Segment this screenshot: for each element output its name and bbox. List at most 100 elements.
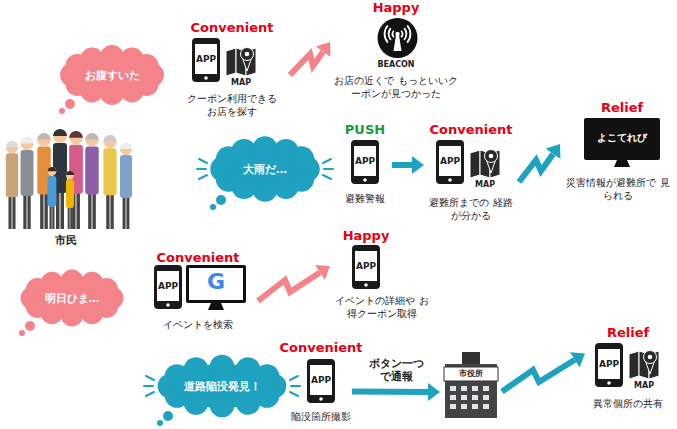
flow-arrow — [392, 162, 412, 168]
icon-drawing — [170, 20, 290, 120]
node-text: APP — [311, 375, 331, 385]
thought-bubble — [120, 79, 144, 103]
heading-label: Happy — [373, 0, 420, 15]
building-window — [483, 404, 489, 409]
person-hair — [21, 137, 34, 143]
person-hair — [53, 129, 67, 136]
bubble-tail — [65, 99, 75, 109]
thought-bubble — [41, 272, 64, 295]
thought-bubble — [210, 355, 235, 380]
person-head — [85, 133, 98, 146]
bubble-dash — [146, 376, 154, 380]
bubble-tail — [157, 420, 163, 426]
caption-text: 災害情報が避難所で 見られる — [566, 176, 670, 202]
flow-arrow — [258, 273, 320, 301]
node-text: 明日ひま… — [45, 291, 100, 306]
map-icon — [470, 150, 480, 178]
thought-bubble — [236, 390, 261, 415]
thought-bubble — [100, 45, 124, 69]
building-window — [450, 404, 456, 409]
person-head — [120, 143, 132, 155]
person-body — [103, 148, 116, 195]
bubble-tail — [163, 411, 173, 421]
icon-group: ConvenientAPPMAP避難所までの 経路が分かる — [424, 122, 519, 222]
phone-screen — [310, 365, 332, 395]
monitor-screen — [587, 121, 657, 157]
node-text: BEACON — [377, 60, 414, 69]
beacon-icon — [378, 18, 418, 58]
bubble-dash — [197, 168, 206, 170]
bubble-dash — [290, 392, 298, 396]
map-pin — [241, 48, 254, 61]
person-hair — [6, 141, 18, 147]
person-hair — [48, 167, 57, 171]
node-text: APP — [196, 54, 216, 64]
bubble-dash — [199, 159, 207, 163]
thought-bubble: 道路陥没発見！ — [160, 358, 284, 414]
phone-screen — [439, 146, 461, 176]
building-window — [483, 395, 489, 400]
node-text: 市民 — [55, 233, 77, 248]
person-hair — [85, 133, 98, 140]
icon-drawing — [560, 100, 672, 205]
building-window — [472, 404, 478, 409]
heading-label: PUSH — [345, 122, 385, 137]
heading-label: Relief — [601, 100, 643, 115]
edge-label: ボタン一つ で通報 — [362, 357, 430, 383]
bubble-tail — [59, 108, 65, 114]
phone-screen — [157, 271, 179, 301]
person-body — [48, 176, 57, 207]
map-pin-dot — [489, 154, 494, 159]
phone-button — [166, 303, 170, 307]
caption-text: 避難警報 — [338, 192, 392, 205]
node-text: G — [207, 270, 225, 294]
map-pin — [485, 150, 498, 163]
icon-group: ConvenientAPP陥没箇所撮影 — [290, 340, 352, 426]
heading-label: Relief — [607, 325, 649, 340]
beacon-wave — [400, 30, 403, 38]
icon-group: Relief よこてれび災害情報が避難所で 見られる — [560, 100, 672, 205]
phone-screen — [354, 146, 376, 176]
heading-label: Convenient — [156, 250, 239, 265]
icon-group: ConvenientAPP G イベントを検索 — [148, 250, 258, 335]
building-window — [472, 395, 478, 400]
caption-text: イベントの詳細や お得クーポン取得 — [332, 294, 432, 320]
map-icon — [226, 48, 236, 76]
map-icon — [629, 351, 639, 379]
person-hair — [37, 133, 50, 140]
beacon-wave — [392, 30, 395, 38]
person-head — [6, 141, 18, 153]
building-body — [445, 364, 497, 418]
phone-screen — [355, 251, 377, 281]
icon-drawing — [440, 352, 502, 418]
monitor-icon — [186, 265, 246, 303]
building-window — [461, 395, 467, 400]
heading-label: Happy — [343, 228, 390, 243]
person-body — [85, 146, 98, 194]
thought-bubble — [80, 48, 104, 72]
thought-bubble: 明日ひま… — [22, 272, 122, 324]
node-text: 道路陥没発見！ — [184, 379, 261, 394]
icon-group: HappyAPPイベントの詳細や お得クーポン取得 — [330, 228, 435, 323]
node-text: 市役所 — [459, 369, 483, 379]
map-pin — [644, 351, 657, 364]
phone-icon — [192, 38, 220, 82]
flow-arrow — [519, 154, 553, 182]
caption-text: イベントを検索 — [148, 318, 248, 331]
beacon-mast — [394, 35, 402, 51]
bubble-dash — [146, 392, 154, 396]
phone-icon — [352, 245, 380, 289]
node-text: よこてれび — [597, 131, 647, 145]
phone-screen — [195, 44, 217, 74]
icon-group: ReliefAPPMAP異常個所の共有 — [585, 325, 670, 420]
thought-bubble — [289, 146, 315, 172]
caption-text: 陥没箇所撮影 — [290, 410, 352, 423]
node-text: APP — [158, 281, 178, 291]
person-body — [66, 179, 74, 208]
person-body — [21, 150, 34, 196]
person-hair — [120, 143, 132, 149]
building-window — [450, 395, 456, 400]
beacon-wave — [388, 28, 392, 41]
building-window — [450, 386, 456, 391]
building-window — [483, 386, 489, 391]
